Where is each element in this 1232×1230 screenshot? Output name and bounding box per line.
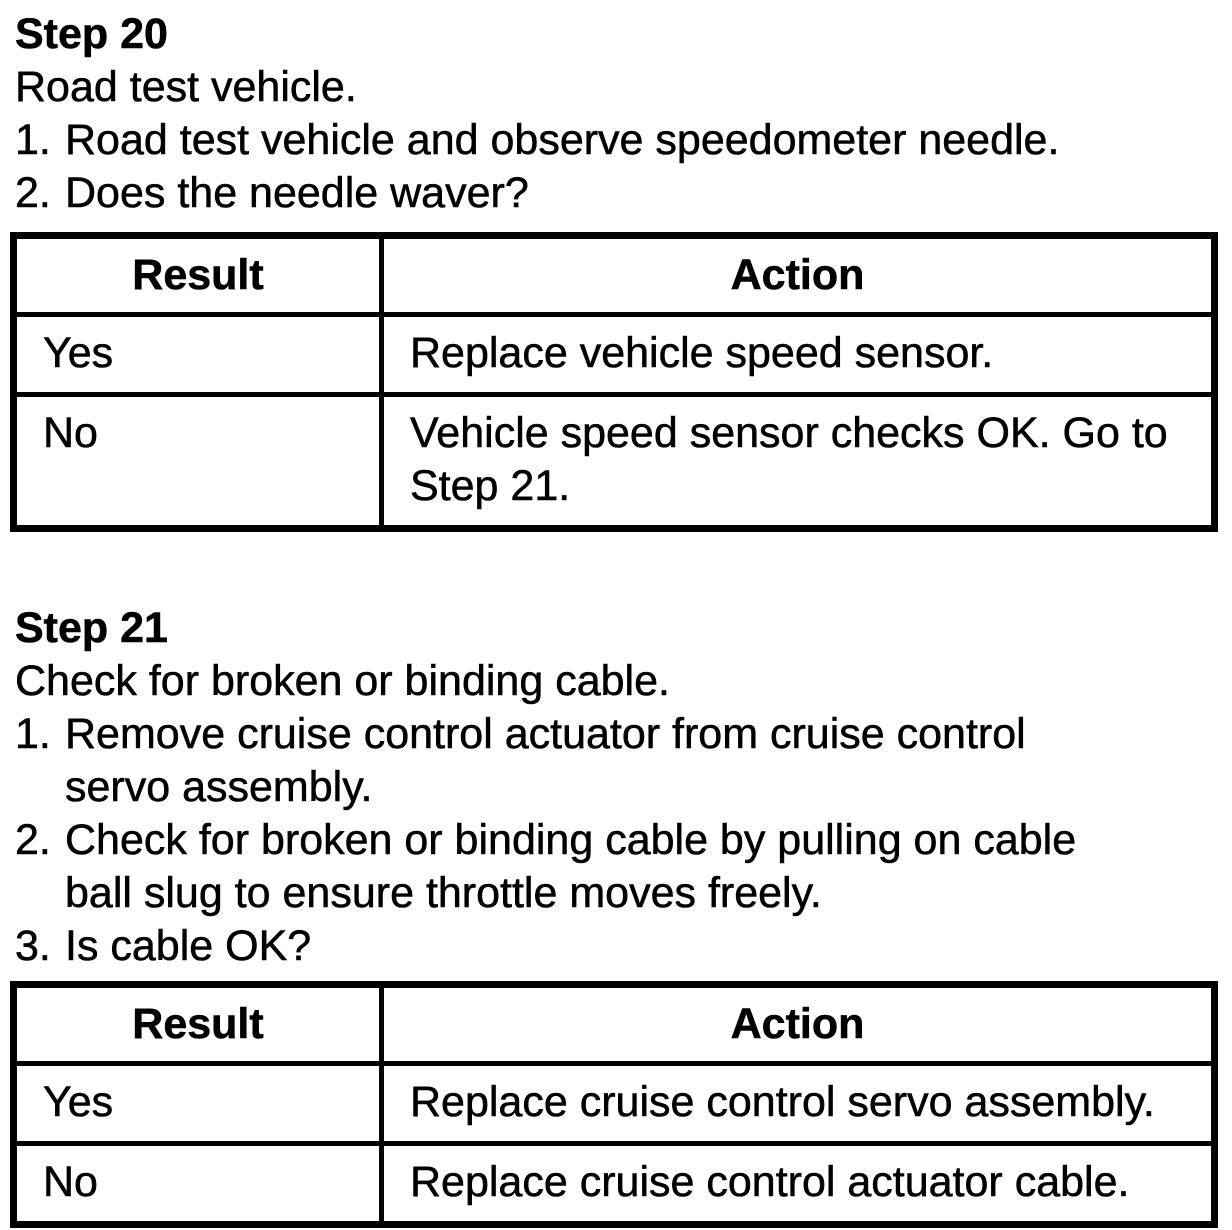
action-cell: Replace cruise control actuator cable. [379,1141,1217,1227]
table-header-row: Result Action [11,982,1217,1066]
step-21-result-action-table: Result Action Yes Replace cruise control… [10,981,1218,1228]
item-number: 1. [15,710,51,759]
step-21-section: Step 21 Check for broken or binding cabl… [0,602,1232,1228]
result-cell: Yes [11,312,384,397]
result-cell: No [11,392,384,531]
item-number: 3. [15,922,51,971]
item-number: 2. [15,816,51,865]
step-21-title: Step 21 [15,604,169,653]
step-20-result-action-table: Result Action Yes Replace vehicle speed … [10,232,1218,532]
result-cell: Yes [11,1061,384,1146]
item-text: Remove cruise control actuator from crui… [65,710,1026,812]
step-21-item-3: 3. Is cable OK? [15,920,1232,973]
item-text: Road test vehicle and observe speedomete… [65,116,1060,165]
action-cell: Replace vehicle speed sensor. [379,312,1217,397]
item-number: 2. [15,169,51,218]
item-text: Does the needle waver? [65,169,529,218]
step-21-item-2: 2. Check for broken or binding cable by … [15,814,1232,920]
table-header-row: Result Action [11,233,1217,317]
result-column-header: Result [11,982,384,1066]
item-text: Check for broken or binding cable by pul… [65,816,1077,918]
table-row-no: No Replace cruise control actuator cable… [11,1141,1217,1227]
action-column-header: Action [379,233,1217,317]
step-20-title: Step 20 [15,10,169,59]
action-column-header: Action [379,982,1217,1066]
table-row-yes: Yes Replace cruise control servo assembl… [11,1061,1217,1146]
step-21-item-1: 1. Remove cruise control actuator from c… [15,708,1232,814]
result-column-header: Result [11,233,384,317]
step-20-item-1: 1. Road test vehicle and observe speedom… [15,114,1232,167]
result-cell: No [11,1141,384,1227]
step-21-intro: Check for broken or binding cable. [15,657,670,706]
table-row-no: No Vehicle speed sensor checks OK. Go to… [11,392,1217,531]
step-20-item-2: 2. Does the needle waver? [15,167,1232,220]
step-20-intro: Road test vehicle. [15,63,357,112]
item-text: Is cable OK? [65,922,312,971]
item-number: 1. [15,116,51,165]
table-row-yes: Yes Replace vehicle speed sensor. [11,312,1217,397]
action-cell: Vehicle speed sensor checks OK. Go to St… [379,392,1217,531]
action-cell: Replace cruise control servo assembly. [379,1061,1217,1146]
step-20-section: Step 20 Road test vehicle. 1. Road test … [0,8,1232,532]
